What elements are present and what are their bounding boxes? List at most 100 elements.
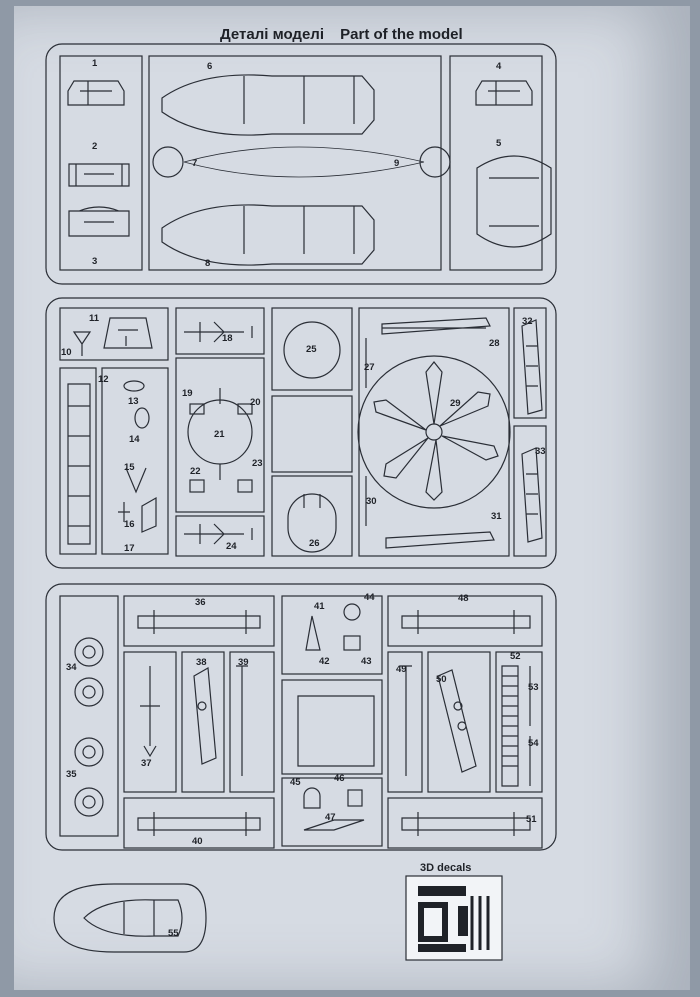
part-46-shape — [347, 789, 363, 807]
part-20-shape — [237, 403, 253, 415]
part-label: 42 — [319, 656, 330, 667]
instruction-page: Деталі моделі Part of the model — [14, 6, 690, 990]
part-label: 4 — [496, 61, 502, 72]
decals-caption: 3D decals — [420, 862, 472, 874]
part-29-hub — [425, 423, 443, 441]
part-37-shape — [140, 666, 160, 758]
part-3-shape — [68, 206, 130, 237]
part-19-shape — [189, 403, 205, 415]
part-34-wheel-a — [74, 637, 104, 667]
part-label: 26 — [309, 538, 320, 549]
part-label: 45 — [290, 777, 301, 788]
part-2-shape — [68, 163, 130, 187]
part-label: 17 — [124, 543, 135, 554]
sprue-c-part-36-bay — [123, 595, 275, 647]
part-51-shape — [401, 812, 531, 836]
part-29-blade-2 — [441, 435, 499, 461]
part-label: 1 — [92, 58, 98, 69]
sprue-c-parts-52-54-bay — [495, 651, 543, 793]
part-29-ring — [357, 355, 511, 509]
part-33-shape — [521, 447, 543, 543]
part-label: 11 — [89, 313, 100, 324]
part-44-shape — [343, 603, 361, 621]
part-label: 7 — [192, 158, 198, 169]
sprue-c-part-50-bay — [427, 651, 491, 793]
part-label: 32 — [522, 316, 533, 327]
sprue-c-part-37-bay — [123, 651, 177, 793]
sprue-b-part-32-bay — [513, 307, 547, 419]
part-15-shape — [125, 467, 147, 494]
part-45-shape — [303, 787, 321, 809]
part-13-shape — [123, 380, 145, 392]
part-11-shape — [103, 317, 153, 349]
part-label: 37 — [141, 758, 152, 769]
part-26-shape — [287, 493, 337, 553]
part-49-shape — [400, 665, 412, 776]
part-label: 15 — [124, 462, 135, 473]
part-52-shape — [501, 665, 519, 787]
part-label: 21 — [214, 429, 225, 440]
sprue-diagram — [45, 43, 557, 961]
part-31-shape — [385, 531, 495, 549]
part-14-shape — [134, 407, 150, 429]
part-6-shape — [161, 74, 375, 136]
part-label: 25 — [306, 344, 317, 355]
part-label: 22 — [190, 466, 201, 477]
sprue-c-part-40-bay — [123, 797, 275, 849]
part-label: 49 — [396, 664, 407, 675]
part-center-block — [297, 695, 375, 767]
part-label: 5 — [496, 138, 502, 149]
sprue-b-part-33-bay — [513, 425, 547, 557]
part-label: 41 — [314, 601, 325, 612]
sprue-c-part-51-bay — [387, 797, 543, 849]
title-ukrainian: Деталі моделі — [220, 26, 324, 43]
sprue-c-wheels-bay — [59, 595, 119, 837]
part-label: 39 — [238, 657, 249, 668]
part-50-shape — [437, 669, 477, 773]
part-48-shape — [401, 610, 531, 634]
sprue-b-part-25-bay — [271, 307, 353, 391]
decal-sheet — [405, 875, 503, 961]
sprue-b-part-18-bay — [175, 307, 265, 355]
part-29-blade-3 — [383, 437, 429, 479]
part-label: 40 — [192, 836, 203, 847]
part-7-shape — [152, 146, 184, 178]
title-english: Part of the model — [340, 26, 463, 43]
sprue-c-part-48-bay — [387, 595, 543, 647]
part-label: 14 — [129, 434, 140, 445]
part-label: 20 — [250, 397, 261, 408]
part-label: 13 — [128, 396, 139, 407]
part-label: 54 — [528, 738, 539, 749]
part-label: 29 — [450, 398, 461, 409]
sprue-c-parts-41-44-bay — [281, 595, 383, 675]
part-label: 31 — [491, 511, 502, 522]
part-10-shape — [72, 331, 92, 356]
part-label: 53 — [528, 682, 539, 693]
part-55-canopy — [83, 899, 183, 937]
part-5-shape — [476, 155, 552, 248]
part-label: 38 — [196, 657, 207, 668]
part-9-shape — [419, 146, 451, 178]
part-25-shape — [283, 321, 341, 379]
part-label: 52 — [510, 651, 521, 662]
part-label: 12 — [98, 374, 109, 385]
sprue-b-part-24-bay — [175, 515, 265, 557]
sprue-b-part-26-bay — [271, 475, 353, 557]
sprue-c-center-bay — [281, 679, 383, 775]
part-35-wheel-a — [74, 737, 104, 767]
part-29-blade-4 — [373, 399, 427, 431]
part-8-shape — [161, 204, 375, 266]
part-label: 47 — [325, 812, 336, 823]
part-label: 50 — [436, 674, 447, 685]
part-label: 16 — [124, 519, 135, 530]
part-label: 23 — [252, 458, 263, 469]
part-label: 35 — [66, 769, 77, 780]
canopy-sprue-frame — [53, 883, 207, 953]
part-label: 36 — [195, 597, 206, 608]
sprue-c-parts-45-47-bay — [281, 777, 383, 847]
part-34-wheel-b — [74, 677, 104, 707]
sprue-frame-a — [45, 43, 557, 285]
sprue-a-left-bay — [59, 55, 143, 271]
part-29-blade-5 — [439, 391, 491, 427]
sprue-frame-b — [45, 297, 557, 569]
